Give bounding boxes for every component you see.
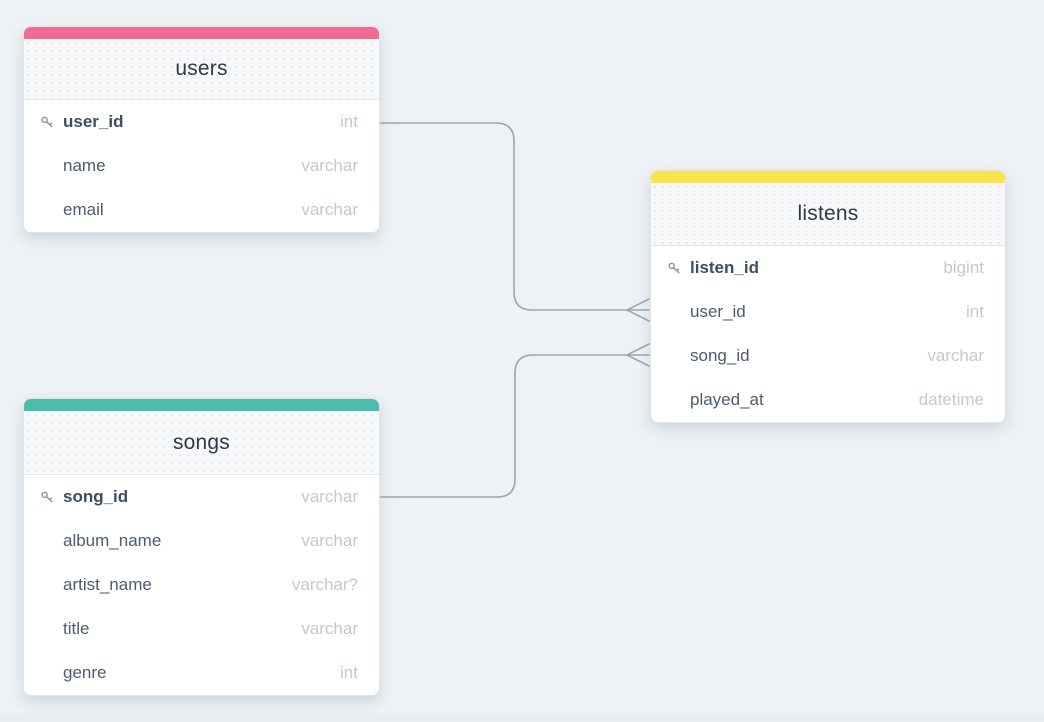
canvas-edge-strip <box>0 713 1044 722</box>
field-type: varchar <box>301 531 358 550</box>
field-name: title <box>63 619 90 638</box>
table-songs-title: songs <box>172 430 231 454</box>
field-type: varchar? <box>291 575 358 594</box>
relationship-users-listens[interactable] <box>380 122 650 322</box>
table-songs-fields: song_id varchar album_name varchar artis… <box>24 475 379 695</box>
field-type: bigint <box>943 258 984 277</box>
crow-foot-icon <box>626 343 650 367</box>
field-row-name: name varchar <box>24 144 379 188</box>
field-name: user_id <box>690 302 746 321</box>
field-type: varchar <box>301 487 358 506</box>
field-name: artist_name <box>63 575 152 594</box>
field-name: played_at <box>690 390 764 409</box>
relationship-songs-listens[interactable] <box>380 343 650 498</box>
field-row-song-id: song_id varchar <box>24 475 379 519</box>
field-row-user-id: user_id int <box>24 100 379 144</box>
field-name: listen_id <box>690 258 759 277</box>
field-name: genre <box>63 663 107 682</box>
field-name: name <box>63 156 106 175</box>
table-listens-title: listens <box>797 202 859 225</box>
field-name: email <box>63 200 104 219</box>
table-listens-accent-bar <box>651 171 1005 183</box>
field-row-email: email varchar <box>24 188 379 232</box>
table-listens[interactable]: listens listen_id bigint user_id int son… <box>650 170 1006 423</box>
table-songs[interactable]: songs song_id varchar album_name varchar… <box>23 398 380 696</box>
field-row-user-id: user_id int <box>651 290 1005 334</box>
field-type: int <box>966 302 984 321</box>
field-type: datetime <box>918 390 984 409</box>
table-users-title: users <box>175 57 228 80</box>
field-row-title: title varchar <box>24 607 379 651</box>
field-name: song_id <box>63 487 129 506</box>
table-songs-header[interactable]: songs <box>24 411 379 475</box>
field-type: varchar <box>301 156 358 175</box>
primary-key-icon <box>667 261 690 276</box>
field-row-genre: genre int <box>24 651 379 695</box>
field-row-album-name: album_name varchar <box>24 519 379 563</box>
table-songs-accent-bar <box>24 399 379 411</box>
field-name: album_name <box>63 531 162 550</box>
table-users-fields: user_id int name varchar email varchar <box>24 100 379 232</box>
table-listens-header[interactable]: listens <box>651 183 1005 246</box>
primary-key-icon <box>40 115 63 130</box>
field-row-song-id: song_id varchar <box>651 334 1005 378</box>
field-type: int <box>340 112 358 131</box>
primary-key-icon <box>40 490 63 505</box>
field-name: song_id <box>690 346 750 365</box>
field-type: varchar <box>301 619 358 638</box>
field-row-artist-name: artist_name varchar? <box>24 563 379 607</box>
field-row-played-at: played_at datetime <box>651 378 1005 422</box>
table-listens-fields: listen_id bigint user_id int song_id var… <box>651 246 1005 422</box>
table-users[interactable]: users user_id int name varchar email var… <box>23 26 380 233</box>
table-users-accent-bar <box>24 27 379 39</box>
field-row-listen-id: listen_id bigint <box>651 246 1005 290</box>
field-name: user_id <box>63 112 124 131</box>
field-type: varchar <box>927 346 984 365</box>
table-users-header[interactable]: users <box>24 39 379 100</box>
field-type: int <box>340 663 358 682</box>
crow-foot-icon <box>626 298 650 322</box>
field-type: varchar <box>301 200 358 219</box>
